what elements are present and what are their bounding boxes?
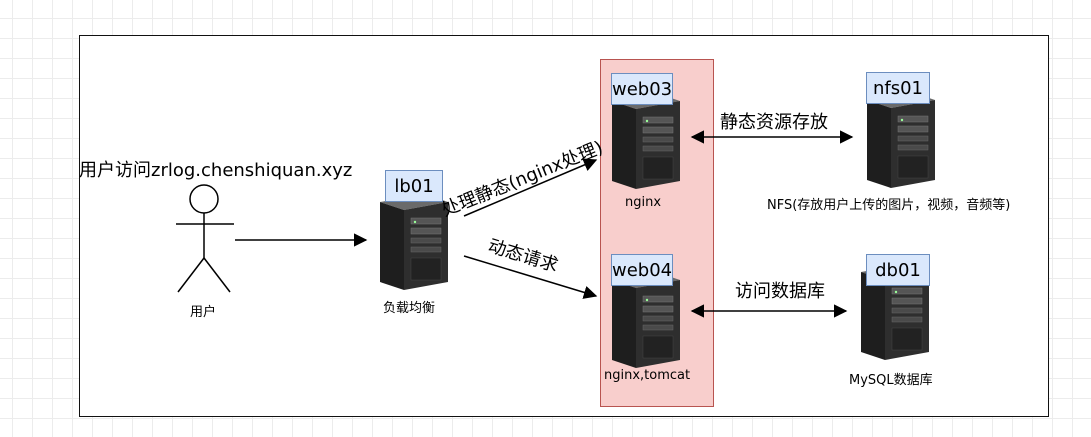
- web04-label: web04: [611, 254, 673, 286]
- user-url-label: 用户访问zrlog.chenshiquan.xyz: [79, 160, 353, 181]
- lb01-label: lb01: [385, 170, 443, 202]
- lb01-caption: 负载均衡: [383, 301, 436, 316]
- web03-label: web03: [611, 73, 673, 105]
- lb01-server-icon: [378, 192, 450, 292]
- nfs-edge-label: 静态资源存放: [720, 112, 828, 133]
- web04-caption: nginx,tomcat: [604, 368, 691, 383]
- web03-caption: nginx: [625, 195, 662, 210]
- db01-label: db01: [866, 254, 930, 286]
- user-actor-icon: [176, 184, 234, 293]
- nfs01-server-icon: [865, 90, 937, 190]
- db01-caption: MySQL数据库: [849, 373, 933, 388]
- web03-server-icon: [610, 91, 682, 191]
- nfs01-label: nfs01: [866, 72, 930, 104]
- user-name-label: 用户: [190, 305, 217, 320]
- lb-to-web03-arrow: [463, 158, 598, 217]
- db-edge-label: 访问数据库: [735, 281, 825, 302]
- nfs01-caption: NFS(存放用户上传的图片，视频，音频等): [767, 198, 1011, 213]
- lb-to-web04-arrow: [463, 255, 598, 299]
